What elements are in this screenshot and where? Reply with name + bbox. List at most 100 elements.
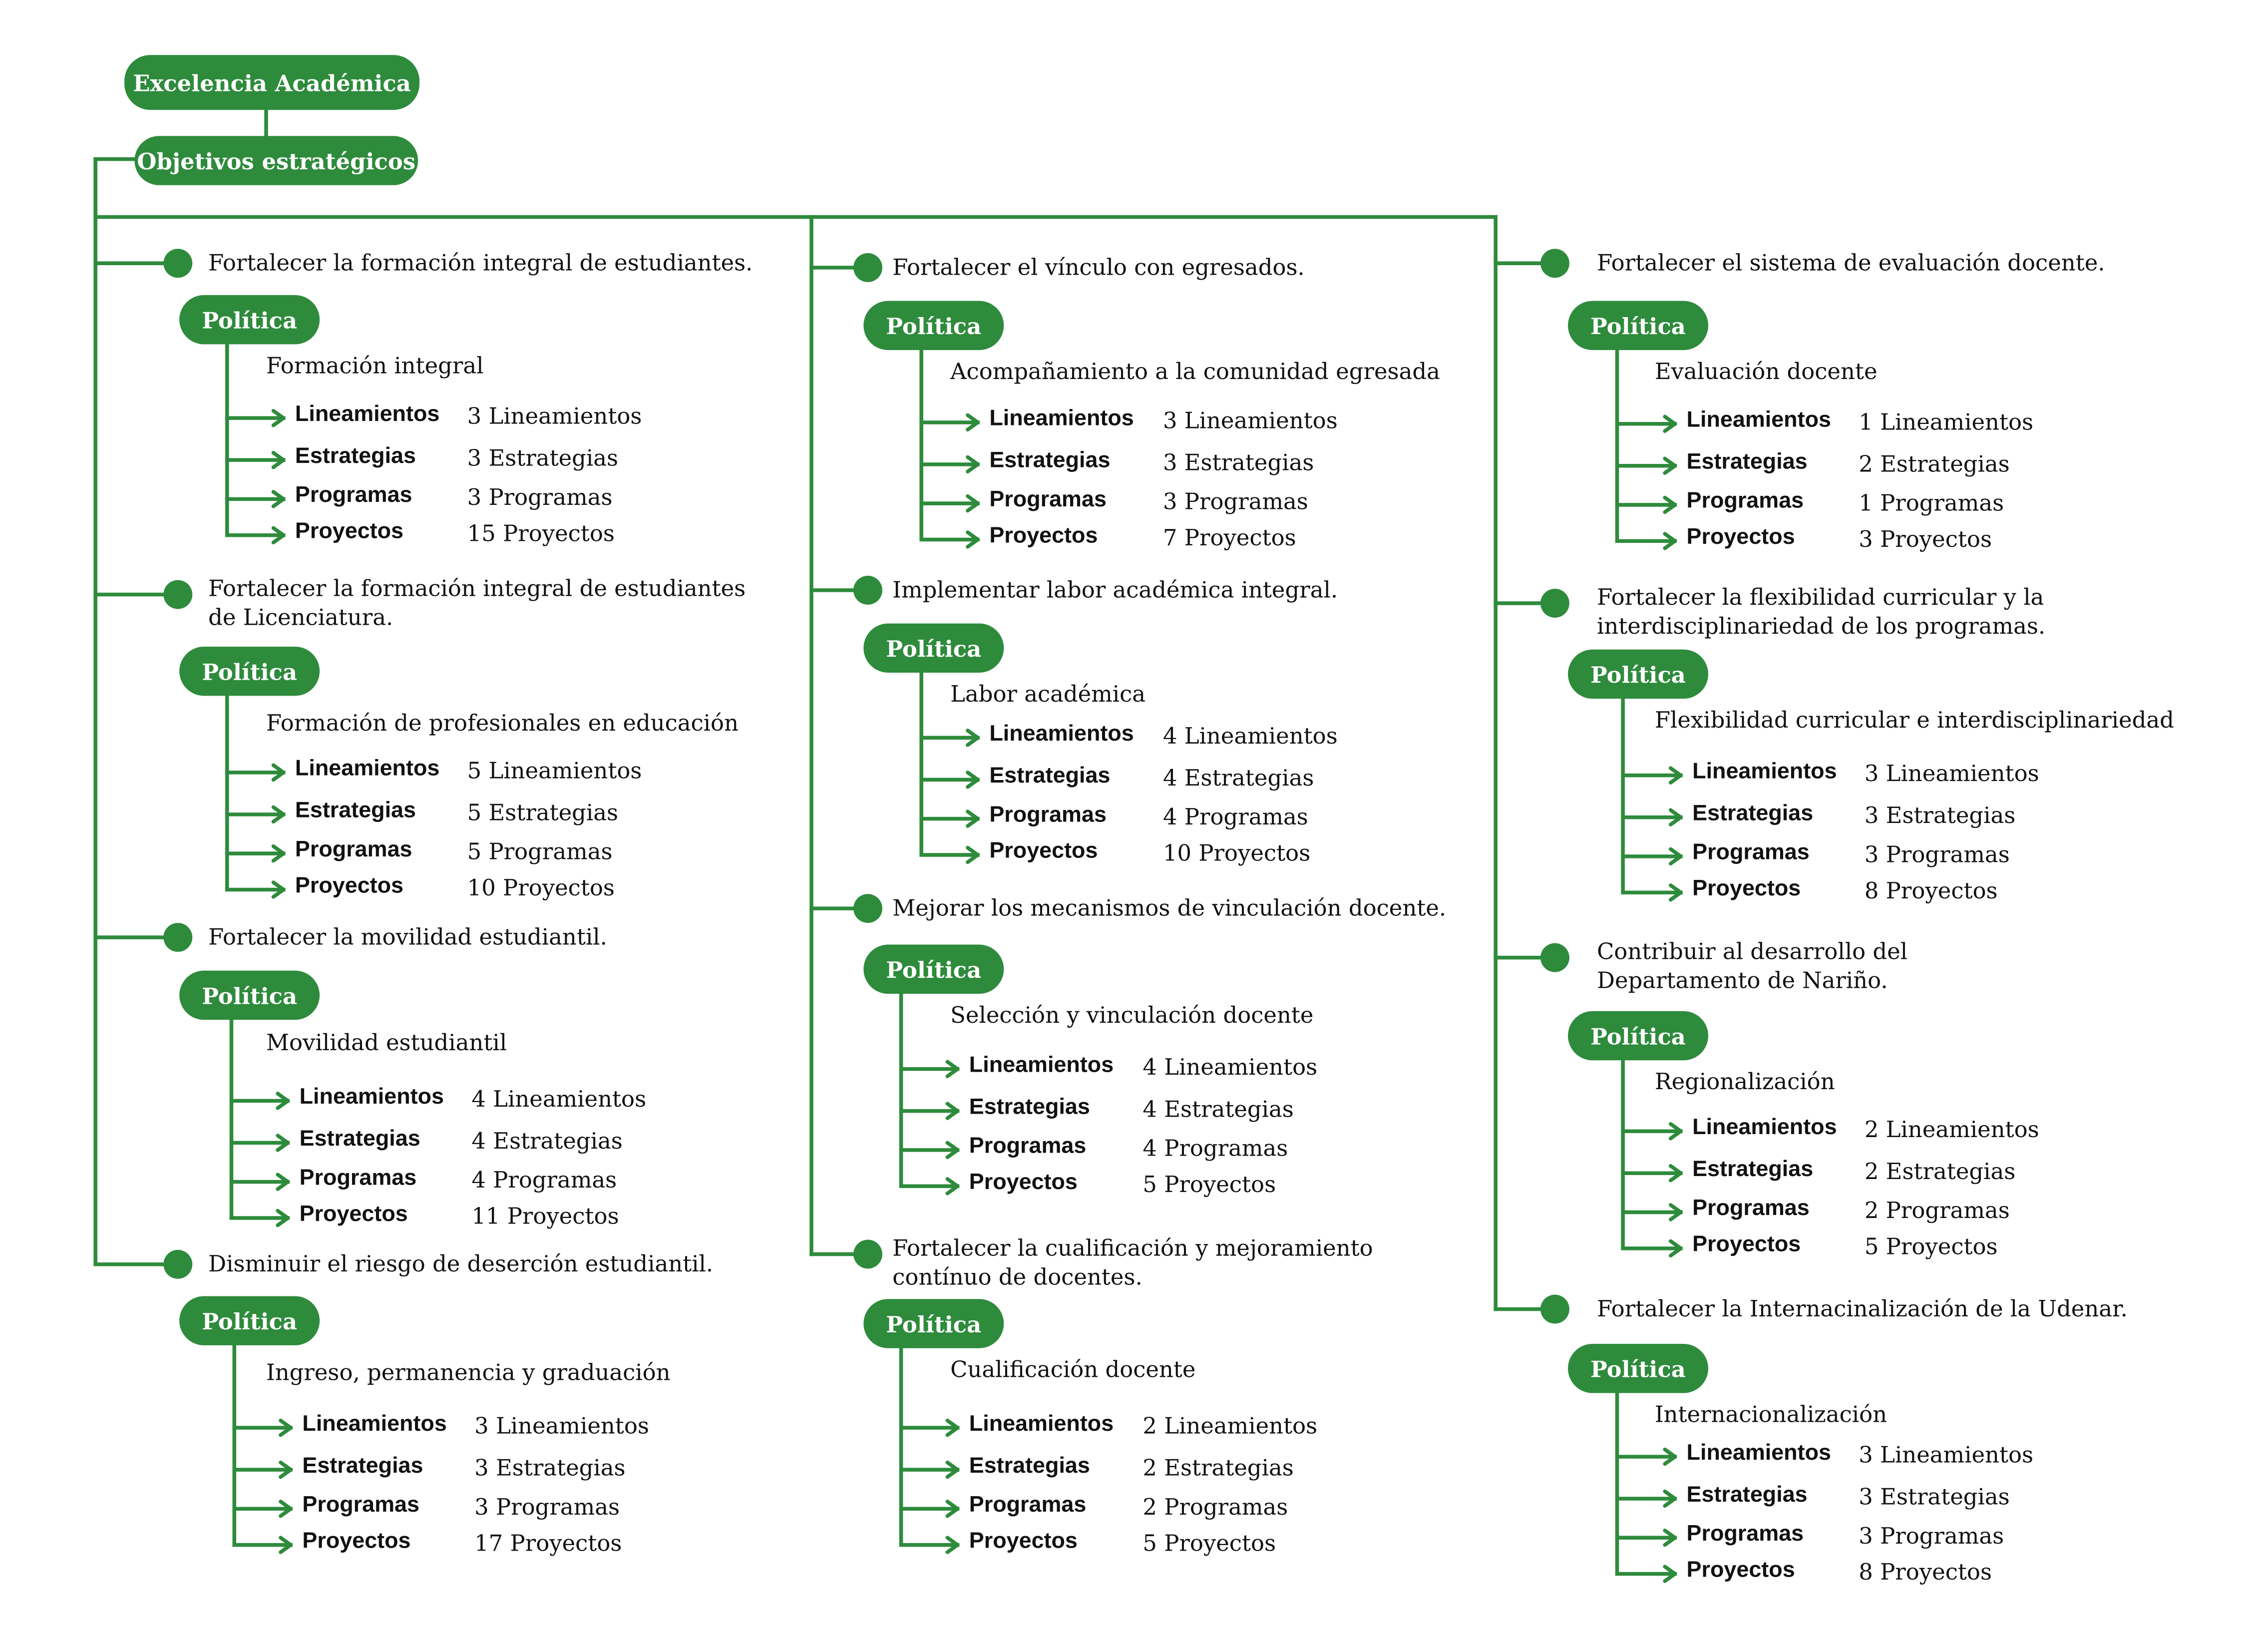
- arrow-right-icon: [1663, 532, 1677, 550]
- arrow-right-icon: [279, 1418, 293, 1437]
- item-count: 5 Proyectos: [1864, 1233, 1998, 1260]
- arrow-right-icon: [945, 1141, 960, 1160]
- item-label: Estrategias: [989, 448, 1111, 473]
- item-count: 4 Lineamientos: [471, 1086, 647, 1113]
- item-label: Estrategias: [295, 798, 416, 823]
- item-count: 2 Lineamientos: [1864, 1117, 2039, 1143]
- item-label: Proyectos: [1686, 525, 1795, 550]
- arrow-right-icon: [271, 526, 286, 545]
- objective-bullet: [853, 575, 882, 605]
- item-label: Programas: [302, 1493, 419, 1518]
- item-count: 2 Programas: [1864, 1198, 2010, 1224]
- arrow-right-icon: [1668, 1122, 1683, 1141]
- arrow-right-icon: [1663, 456, 1677, 475]
- arrow-right-icon: [966, 530, 980, 549]
- item-count: 3 Programas: [474, 1494, 620, 1521]
- item-label: Programas: [1692, 1196, 1810, 1221]
- item-count: 3 Programas: [467, 484, 613, 511]
- item-count: 4 Programas: [1142, 1135, 1288, 1162]
- arrow-right-icon: [945, 1418, 960, 1437]
- objective-title: Mejorar los mecanismos de vinculación do…: [892, 895, 1447, 922]
- item-count: 3 Lineamientos: [1859, 1442, 2034, 1469]
- item-count: 3 Estrategias: [1162, 449, 1314, 476]
- item-label: Lineamientos: [969, 1412, 1114, 1437]
- item-label: Proyectos: [1686, 1558, 1795, 1583]
- item-count: 4 Programas: [1162, 804, 1308, 830]
- root-node-title: Excelencia Académica: [124, 55, 420, 110]
- policy-pill: Política: [863, 301, 1004, 351]
- arrow-right-icon: [945, 1060, 960, 1078]
- objective-title: Fortalecer el vínculo con egresados.: [892, 254, 1305, 281]
- item-count: 5 Programas: [467, 839, 613, 865]
- item-label: Programas: [299, 1166, 417, 1191]
- item-label: Proyectos: [295, 873, 404, 898]
- item-count: 2 Estrategias: [1142, 1455, 1294, 1482]
- arrow-right-icon: [271, 490, 286, 508]
- item-count: 10 Proyectos: [1162, 840, 1311, 867]
- arrow-right-icon: [966, 771, 980, 789]
- item-label: Estrategias: [295, 444, 416, 469]
- item-label: Estrategias: [1692, 1157, 1814, 1182]
- arrow-right-icon: [271, 880, 286, 899]
- arrow-right-icon: [271, 844, 286, 863]
- objective-bullet: [1540, 943, 1569, 972]
- objective-title: Fortalecer la formación integral de estu…: [208, 575, 746, 631]
- item-label: Programas: [1692, 840, 1810, 865]
- item-count: 4 Estrategias: [1142, 1096, 1294, 1123]
- policy-name: Evaluación docente: [1654, 359, 1878, 385]
- arrow-right-icon: [945, 1536, 960, 1554]
- arrow-right-icon: [271, 805, 286, 824]
- item-count: 4 Estrategias: [471, 1128, 623, 1155]
- arrow-right-icon: [1663, 495, 1677, 514]
- arrow-right-icon: [279, 1536, 293, 1554]
- arrow-right-icon: [1663, 1489, 1677, 1508]
- objective-bullet: [163, 1249, 193, 1279]
- objective-bullet: [1540, 249, 1569, 278]
- item-count: 3 Proyectos: [1859, 526, 1992, 553]
- objective-title: Fortalecer la Internacinalización de la …: [1596, 1296, 2128, 1322]
- arrow-right-icon: [966, 413, 980, 432]
- item-count: 3 Estrategias: [474, 1455, 626, 1482]
- item-count: 5 Proyectos: [1142, 1172, 1276, 1198]
- item-count: 8 Proyectos: [1864, 878, 1998, 904]
- arrow-right-icon: [276, 1173, 290, 1191]
- policy-pill: Política: [863, 944, 1004, 994]
- policy-name: Ingreso, permanencia y graduación: [266, 1359, 671, 1386]
- policy-name: Flexibilidad curricular e interdisciplin…: [1654, 707, 2174, 734]
- objective-title: Fortalecer la movilidad estudiantil.: [208, 924, 607, 951]
- arrow-right-icon: [1663, 1528, 1677, 1547]
- item-label: Programas: [1686, 489, 1804, 514]
- arrow-right-icon: [966, 729, 980, 747]
- item-label: Lineamientos: [1692, 1115, 1837, 1140]
- arrow-right-icon: [945, 1500, 960, 1518]
- arrow-right-icon: [279, 1500, 293, 1518]
- item-label: Programas: [295, 837, 412, 862]
- item-count: 1 Programas: [1859, 490, 2004, 517]
- item-label: Lineamientos: [1686, 1441, 1831, 1466]
- objective-title: Fortalecer la formación integral de estu…: [208, 250, 753, 277]
- item-label: Lineamientos: [969, 1053, 1114, 1078]
- item-label: Programas: [295, 483, 412, 508]
- arrow-right-icon: [279, 1460, 293, 1479]
- item-label: Programas: [969, 1134, 1087, 1159]
- objective-bullet: [1540, 1294, 1569, 1324]
- item-count: 3 Programas: [1864, 841, 2010, 868]
- policy-pill: Política: [863, 623, 1004, 673]
- item-label: Estrategias: [1686, 1483, 1808, 1508]
- arrow-right-icon: [966, 845, 980, 864]
- arrow-right-icon: [271, 450, 286, 469]
- policy-pill: Política: [179, 295, 320, 345]
- objective-title: Implementar labor académica integral.: [892, 577, 1338, 603]
- policy-pill: Política: [179, 1296, 320, 1345]
- item-count: 3 Programas: [1162, 489, 1308, 515]
- item-count: 2 Estrategias: [1864, 1159, 2016, 1185]
- objective-title: Disminuir el riesgo de deserción estudia…: [208, 1251, 714, 1277]
- item-label: Proyectos: [969, 1170, 1078, 1195]
- arrow-right-icon: [945, 1102, 960, 1120]
- item-count: 3 Lineamientos: [1162, 407, 1338, 434]
- item-label: Estrategias: [302, 1454, 423, 1479]
- item-count: 4 Programas: [471, 1167, 617, 1194]
- item-label: Lineamientos: [295, 756, 440, 782]
- policy-pill: Política: [179, 646, 320, 696]
